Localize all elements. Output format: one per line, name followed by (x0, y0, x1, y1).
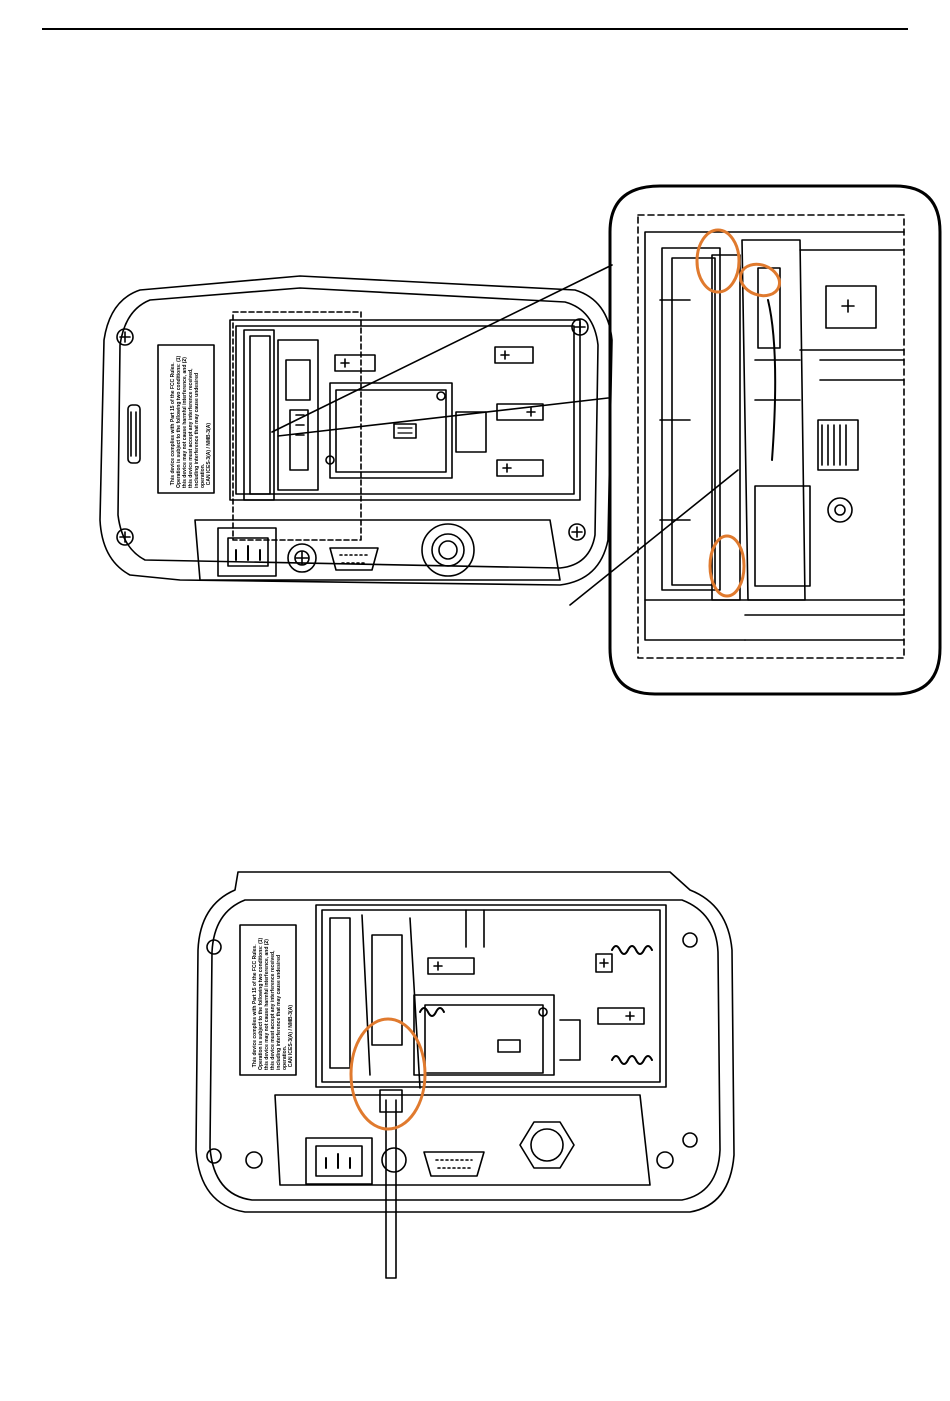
power-inlet-icon (217, 527, 277, 577)
battery-icon (427, 953, 645, 1025)
battery-icon (334, 346, 544, 477)
fcc-label-box (239, 924, 297, 1076)
fcc-label-text-bottom: This device complies with Part 15 of the… (252, 936, 294, 1070)
detail-inset-frame (608, 184, 942, 696)
fcc-label-box (157, 344, 215, 494)
screw-icon (287, 543, 317, 573)
serial-port-icon (329, 547, 379, 571)
page-header-rule (42, 28, 908, 30)
cable-gland-icon (519, 1121, 575, 1169)
device-housing (195, 871, 735, 1213)
serial-port-icon (423, 1151, 485, 1177)
power-inlet-icon (305, 1137, 373, 1185)
screw-icon (206, 932, 698, 1169)
highlight-clip-markers (695, 228, 781, 598)
cable-gland-icon (421, 523, 475, 577)
cable-icon (385, 1099, 397, 1279)
highlight-cable-connector (349, 1017, 427, 1131)
device-housing (99, 275, 613, 586)
top-illustration (99, 184, 942, 696)
